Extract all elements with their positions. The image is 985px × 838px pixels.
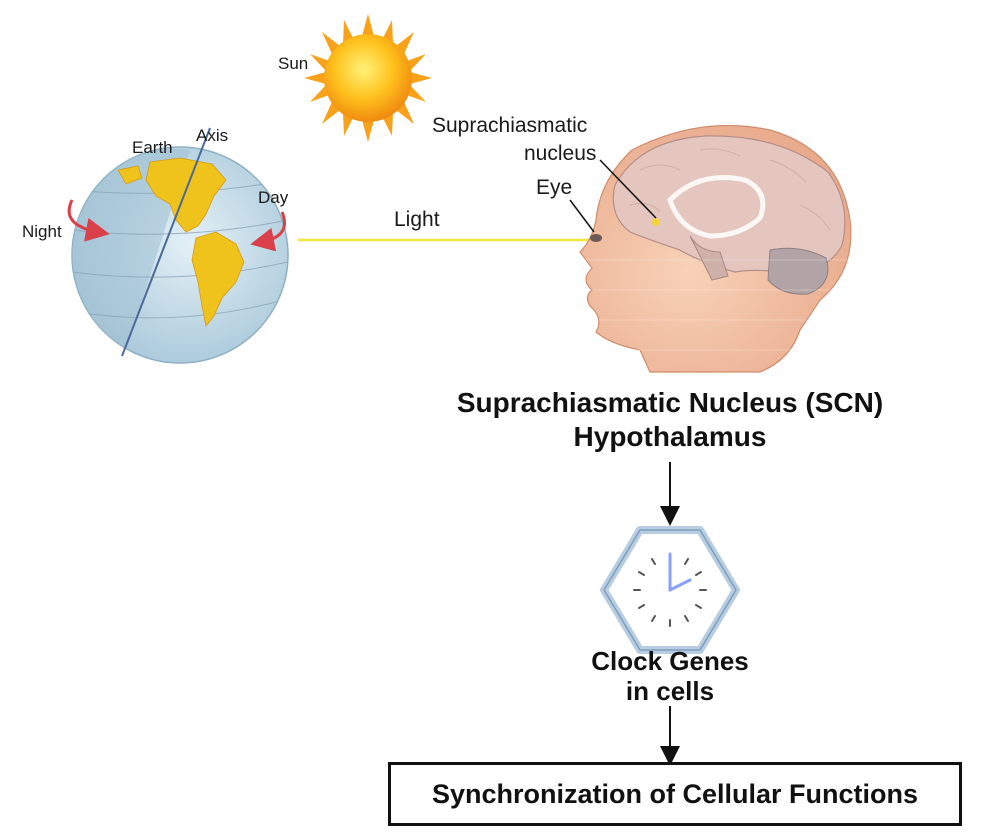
clock-icon xyxy=(600,526,740,654)
scn-small-label-line1: Suprachiasmatic xyxy=(432,114,588,137)
earth-axis-line xyxy=(121,127,211,357)
clock-title-line1: Clock Genes xyxy=(591,646,749,676)
synchronization-label: Synchronization of Cellular Functions xyxy=(431,778,919,809)
night-rotation-arrow xyxy=(67,199,110,242)
day-rotation-arrow xyxy=(250,211,286,252)
sun-icon xyxy=(304,14,432,142)
sun-label: Sun xyxy=(278,54,309,73)
globe-icon xyxy=(71,127,289,364)
eye-label: Eye xyxy=(536,176,573,199)
clock-title-line2: in cells xyxy=(625,676,715,706)
scn-title-line1: Suprachiasmatic Nucleus (SCN) xyxy=(456,387,884,418)
head-brain-illustration xyxy=(579,124,860,373)
light-label: Light xyxy=(394,208,440,231)
earth-label: Earth xyxy=(132,138,173,157)
night-label: Night xyxy=(22,222,62,241)
synchronization-box: Synchronization of Cellular Functions xyxy=(388,762,962,826)
scn-title-line2: Hypothalamus xyxy=(573,421,767,452)
axis-label: Axis xyxy=(196,126,229,145)
scn-small-label-line2: nucleus xyxy=(524,142,597,165)
eye-pointer-line xyxy=(569,199,595,233)
scn-pointer-line xyxy=(599,159,657,219)
day-label: Day xyxy=(258,188,289,207)
